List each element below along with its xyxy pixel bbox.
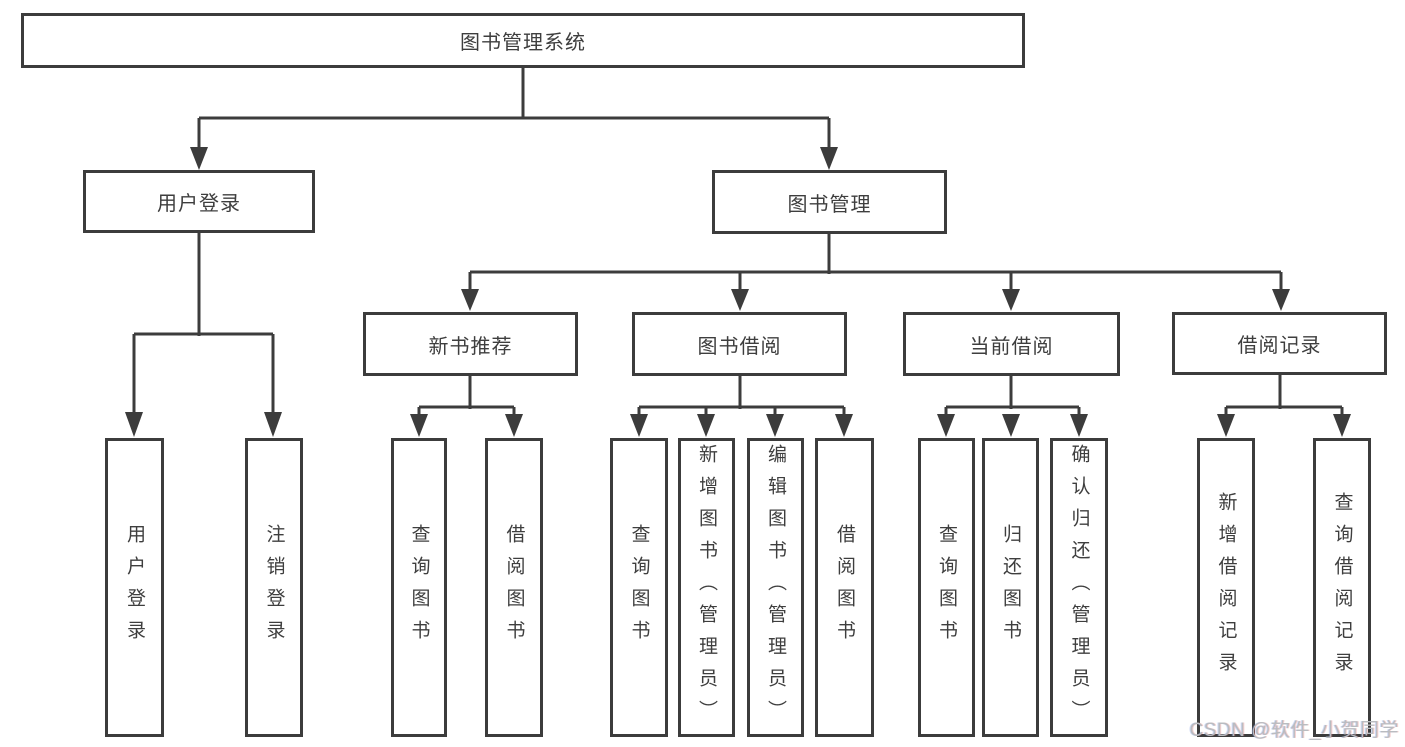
node-user-login: 用户登录 — [83, 170, 315, 233]
leaf-current-return-books: 归还图书 — [982, 438, 1039, 737]
leaf-borrow-edit-books-admin: 编辑图书（管理员） — [747, 438, 804, 737]
node-current-borrow: 当前借阅 — [903, 312, 1120, 376]
leaf-borrow-query-books: 查询图书 — [610, 438, 668, 737]
node-book-borrow: 图书借阅 — [632, 312, 847, 376]
node-borrow-record: 借阅记录 — [1172, 312, 1387, 375]
leaf-current-query-books: 查询图书 — [918, 438, 975, 737]
leaf-borrow-add-books-admin: 新增图书（管理员） — [678, 438, 735, 737]
node-new-book-recommend: 新书推荐 — [363, 312, 578, 376]
leaf-record-add-borrow-record: 新增借阅记录 — [1197, 438, 1255, 737]
leaf-borrow-borrow-books: 借阅图书 — [815, 438, 874, 737]
leaf-current-confirm-return-admin: 确认归还（管理员） — [1050, 438, 1108, 737]
leaf-user-login: 用户登录 — [105, 438, 164, 737]
leaf-newbook-query-books: 查询图书 — [391, 438, 447, 737]
leaf-logout: 注销登录 — [245, 438, 303, 737]
node-root-library-system: 图书管理系统 — [21, 13, 1025, 68]
node-book-management: 图书管理 — [712, 170, 947, 234]
csdn-watermark: CSDN @软件_小贺同学 — [1189, 720, 1399, 741]
leaf-newbook-borrow-books: 借阅图书 — [485, 438, 543, 737]
leaf-record-query-borrow-record: 查询借阅记录 — [1313, 438, 1371, 737]
